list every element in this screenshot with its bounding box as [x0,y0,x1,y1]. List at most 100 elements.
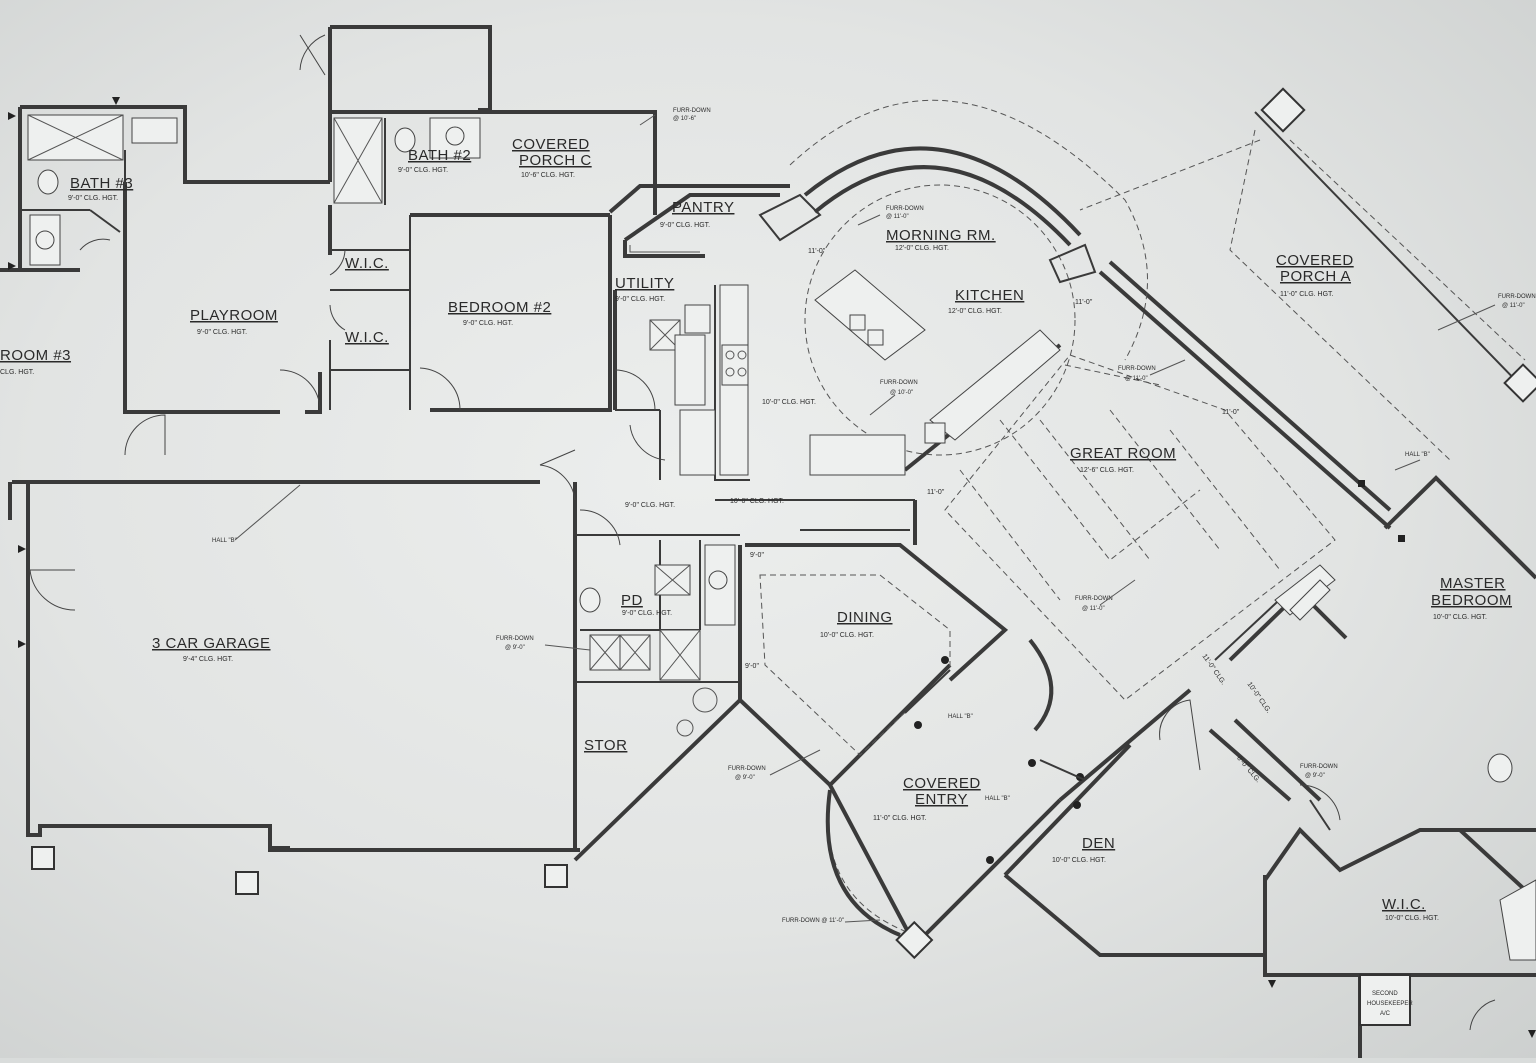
bedroom2-ceiling: 9'-0" CLG. HGT. [463,320,513,327]
master-label-1: MASTER [1440,575,1506,592]
furr-down-note: @ 10'-6" [673,116,696,122]
ceiling-note: 10'-0" CLG. [1245,681,1271,715]
toilet-fixture [394,127,416,153]
bedroom3-label: ROOM #3 [0,347,71,364]
playroom-label: PLAYROOM [190,307,278,324]
furr-down-note: @ 9'-0" [505,645,525,651]
entry-curve [825,638,1054,937]
section-markers [8,97,1536,1038]
hall-ceiling-note: 10'-0" CLG. HGT. [730,498,784,505]
furr-down-note: FURR-DOWN [1118,366,1156,372]
hall-note: HALL "B" [212,538,237,544]
bath2-ceiling: 9'-0" CLG. HGT. [398,167,448,174]
den-ceiling: 10'-0" CLG. HGT. [1052,857,1106,864]
furr-down-note: @ 10'-0" [890,390,913,396]
stamp-text: A/C [1380,1011,1391,1017]
bedroom2-label: BEDROOM #2 [448,299,551,316]
ceiling-note: 9'-0" [745,663,759,670]
garage-label: 3 CAR GARAGE [152,635,271,652]
porch-c-label-1: COVERED [512,136,590,153]
stamp-text: HOUSEKEEPER [1367,1001,1413,1007]
kitchen-ceiling: 12'-0" CLG. HGT. [948,308,1002,315]
furr-down-note: FURR-DOWN [886,206,924,212]
master-label-2: BEDROOM [1431,592,1512,609]
master-ceiling: 10'-0" CLG. HGT. [1433,614,1487,621]
washer-fixture [684,304,711,334]
playroom-ceiling: 9'-0" CLG. HGT. [197,329,247,336]
hall-ceiling-note: 9'-0" CLG. HGT. [625,502,675,509]
morning-room-walls [758,99,1148,456]
fixtures [27,114,1536,961]
ceiling-note: 9'-0" [750,552,764,559]
wic-a-label: W.I.C. [345,255,389,272]
hall-note: HALL "B" [985,796,1010,802]
columns [31,87,1536,1026]
kitchen-counter [809,434,906,476]
bedroom3-ceiling: CLG. HGT. [0,369,34,376]
furr-down-note: FURR-DOWN [1075,596,1113,602]
covered-entry-label-2: ENTRY [915,791,968,808]
ceiling-note: 11'-0" [808,248,826,255]
furr-down-note: @ 11'-0" [1125,376,1148,382]
ceiling-note: 11'-0" CLG. [1200,653,1226,686]
kitchen-label: KITCHEN [955,287,1024,304]
covered-entry-ceiling: 11'-0" CLG. HGT. [873,815,927,822]
hall-note: HALL "B" [1405,452,1430,458]
furr-down-note: @ 9'-0" [735,775,755,781]
furr-down-note: FURR-DOWN [1498,294,1536,300]
great-room-label: GREAT ROOM [1070,445,1176,462]
kitchen-counter [929,329,1061,441]
porch-a-label-1: COVERED [1276,252,1354,269]
furr-down-note: FURR-DOWN [728,766,766,772]
porch-c-label-2: PORCH C [519,152,592,169]
pantry-label: PANTRY [672,199,734,216]
den-label: DEN [1082,835,1115,852]
ceiling-note: 11'-0" [1222,409,1240,416]
dining-label: DINING [837,609,893,626]
furr-down-note: @ 11'-0" [1082,606,1105,612]
bath2-label: BATH #2 [408,147,471,164]
wic-master-ceiling: 10'-0" CLG. HGT. [1385,915,1439,922]
great-room-ceiling: 12'-6" CLG. HGT. [1080,467,1134,474]
porch-a-label-2: PORCH A [1280,268,1351,285]
wic-master-label: W.I.C. [1382,896,1426,913]
furr-down-note: FURR-DOWN [1300,764,1338,770]
furr-down-note: FURR-DOWN [880,380,918,386]
doors [29,34,1496,1031]
utility-label: UTILITY [615,275,674,292]
tub-fixture [131,117,178,144]
morning-rm-ceiling: 12'-0" CLG. HGT. [895,245,949,252]
hall-ceiling-note: 11'-0" [927,489,945,496]
leader-lines [234,114,1496,923]
hall-note: HALL "B" [948,714,973,720]
utility-ceiling: 9'-0" CLG. HGT. [615,296,665,303]
furr-down-note: FURR-DOWN [496,636,534,642]
pantry-ceiling: 9'-0" CLG. HGT. [660,222,710,229]
morning-rm-label: MORNING RM. [886,227,996,244]
furr-down-note: @ 11'-0" [886,214,909,220]
furr-down-note: FURR-DOWN @ 11'-0" [782,918,844,924]
pd-label: PD [621,592,643,609]
toilet-fixture [37,169,59,195]
stor-label: STOR [584,737,627,754]
kitchen-ceiling-note: 10'-0" CLG. HGT. [762,399,816,406]
porch-a-ceiling: 11'-0" CLG. HGT. [1280,291,1334,298]
wic-b-label: W.I.C. [345,329,389,346]
toilet-fixture [579,587,601,613]
furr-down-note: @ 9'-0" [1305,773,1325,779]
toilet-fixture [1487,753,1513,783]
bath3-label: BATH #3 [70,175,133,192]
dining-ceiling: 10'-0" CLG. HGT. [820,632,874,639]
annotations: 9'-0" CLG. HGT. 10'-0" CLG. HGT. 10'-0" … [212,108,1536,1017]
ac-unit [1359,974,1411,1026]
covered-entry-label-1: COVERED [903,775,981,792]
room-labels: BATH #3 9'-0" CLG. HGT. BATH #2 9'-0" CL… [0,136,1512,922]
ceiling-note: 11'-0" [1075,299,1093,306]
stamp-text: SECOND [1372,991,1398,997]
furr-down-note: @ 11'-0" [1502,303,1525,309]
exterior-walls [0,25,1536,1058]
furr-down-note: FURR-DOWN [673,108,711,114]
kitchen-island [814,269,926,361]
